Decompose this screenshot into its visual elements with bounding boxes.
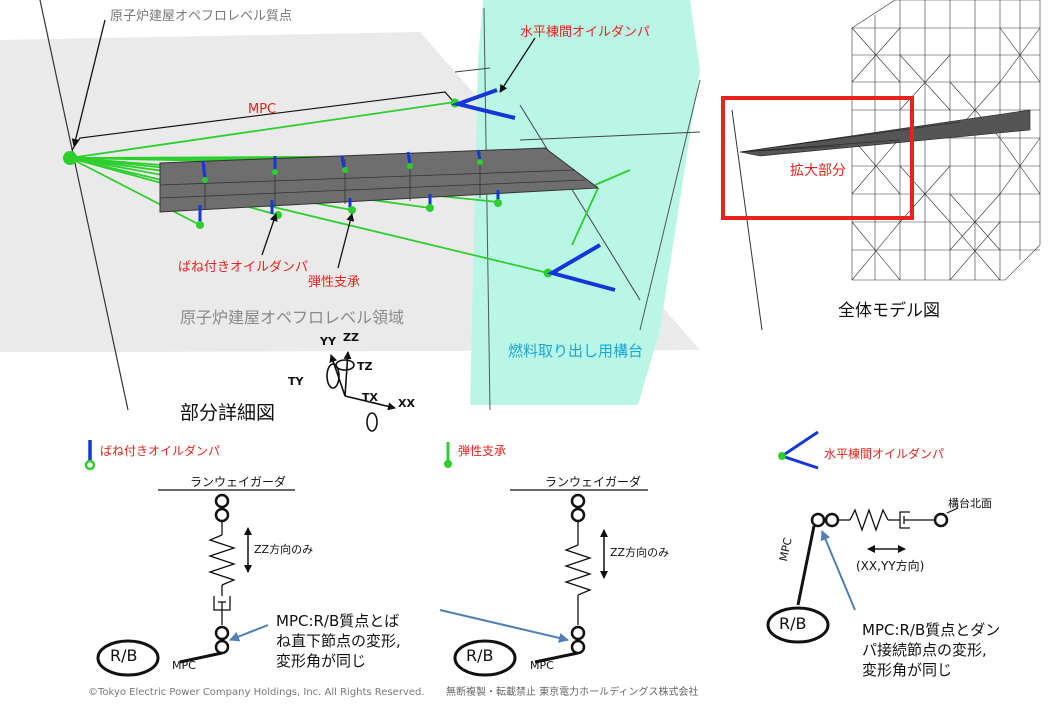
axis-tz-label: TZ [357, 360, 373, 373]
detail3-direction-label: (XX,YY方向) [856, 559, 925, 573]
fuel-platform-plane [470, 0, 700, 405]
full-model-wireframe [721, 0, 1041, 331]
detail3-note-line1: MPC:R/B質点とダン [862, 621, 1001, 639]
ref-line [519, 104, 641, 301]
axis-zz-label: ZZ [343, 331, 359, 344]
detail1-rb-label: R/B [110, 646, 138, 665]
detail1-mpc-label: MPC [172, 659, 196, 672]
enlarged-part-box [721, 96, 914, 220]
partial-detail-title: 部分詳細図 [180, 402, 276, 424]
horizontal-damper-label: 水平棟間オイルダンパ [520, 25, 651, 40]
axis-xx-label: XX [398, 397, 415, 410]
full-model-beam [739, 109, 1031, 157]
spring-damper-label: ばね付きオイルダンパ [178, 260, 309, 275]
leader-arrow [499, 37, 536, 93]
ref-line [454, 67, 491, 73]
horizontal-dampers [451, 88, 616, 292]
full-model-title: 全体モデル図 [838, 301, 940, 321]
detail3-rb-label: R/B [779, 614, 807, 633]
detail1-note: MPC:R/B質点とば ね直下節点の変形, 変形角が同じ [276, 611, 401, 671]
detail3-note-line2: パ接続節点の変形, [862, 641, 987, 659]
ref-line [483, 7, 491, 411]
axis-ty-label: TY [288, 375, 304, 388]
coordinate-axes [326, 351, 396, 432]
leader-arrow [261, 213, 278, 256]
fuel-platform-label: 燃料取り出し用構台 [508, 342, 644, 360]
partial-detail-model [0, 0, 701, 432]
detail2-direction-label: ZZ方向のみ [610, 546, 670, 559]
detail3-note-line3: 変形角が同じ [862, 661, 953, 679]
spring-dampers [198, 149, 500, 224]
opfloor-mass-label: 原子炉建屋オペフロレベル質点 [110, 9, 293, 24]
mpc-label: MPC [248, 102, 277, 117]
detail2-mpc-label: MPC [530, 659, 554, 672]
enlarged-part-label: 拡大部分 [790, 163, 846, 179]
detail1-direction-label: ZZ方向のみ [254, 543, 314, 556]
ref-line [519, 131, 701, 141]
detail1-note-line3: 変形角が同じ [276, 652, 367, 670]
detail-spring-damper-schematic [96, 489, 295, 677]
detail2-rb-label: R/B [466, 646, 494, 665]
detail2-girder-label: ランウェイガーダ [545, 475, 642, 489]
legend-horizontal-damper-label: 水平棟間オイルダンパ [824, 447, 945, 461]
note-arrow [229, 624, 269, 642]
leader-arrow [337, 213, 355, 269]
detail3-north-face-label: 構台北面 [948, 497, 992, 510]
detail1-note-line1: MPC:R/B質点とば [276, 612, 400, 630]
axis-tx-label: TX [362, 391, 378, 404]
axis-yy-label: YY [320, 335, 336, 348]
opfloor-region-label: 原子炉建屋オペフロレベル領域 [180, 308, 405, 327]
detail-elastic-support-schematic [453, 489, 648, 677]
detail1-girder-label: ランウェイガーダ [190, 475, 287, 489]
ref-line [639, 79, 701, 331]
detail-horizontal-damper-schematic [766, 507, 959, 644]
runway-girder-beam [159, 147, 600, 213]
elastic-support-label: 弾性支承 [308, 275, 361, 290]
legend-elastic-support-icon [444, 442, 452, 468]
note-arrow [820, 530, 856, 611]
footer-copyright: ©Tokyo Electric Power Company Holdings, … [88, 687, 425, 698]
footer-notice: 無断複製・転載禁止 東京電力ホールディングス株式会社 [446, 687, 699, 698]
detail3-note: MPC:R/B質点とダン パ接続節点の変形, 変形角が同じ [862, 620, 1000, 680]
ref-line [39, 0, 129, 411]
legend-elastic-support-label: 弾性支承 [458, 444, 507, 458]
leader-arrow [71, 19, 106, 147]
legend-horizontal-damper-icon [778, 430, 819, 470]
legend-spring-damper-label: ばね付きオイルダンパ [100, 444, 221, 458]
note-arrow [439, 609, 569, 643]
detail1-note-line2: ね直下節点の変形, [276, 632, 401, 650]
legend-spring-damper-icon [84, 440, 96, 471]
